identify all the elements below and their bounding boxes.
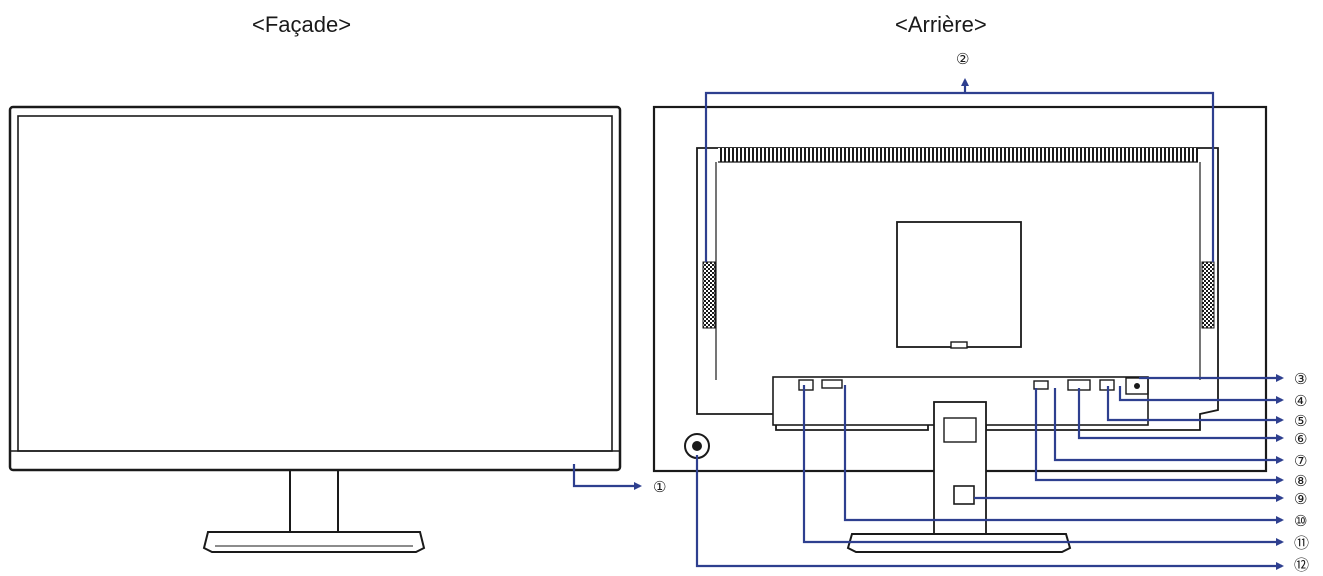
callout-number-6: ⑥: [1294, 430, 1307, 448]
front-screen: [17, 115, 613, 452]
callout-leader-1: [572, 464, 642, 490]
front-monitor: [8, 105, 622, 553]
rear-monitor: [652, 105, 1268, 553]
headphone-port: [1125, 377, 1149, 395]
rear-view-title: <Arrière>: [895, 12, 987, 37]
cable-holder: [953, 485, 975, 505]
callout-leader-6: [1077, 388, 1284, 442]
front-stand-neck: [289, 469, 339, 533]
speaker-input-connector: [821, 379, 843, 389]
vesa-mount-plate: [896, 221, 1022, 348]
speaker-grille-right: [1201, 261, 1215, 329]
front-bezel: [8, 105, 622, 472]
front-stand-base: [202, 531, 426, 553]
speaker-grille-left: [702, 261, 716, 329]
callout-number-8: ⑧: [1294, 472, 1307, 490]
vesa-cover-tab: [950, 341, 968, 349]
callout-number-2: ②: [956, 50, 969, 68]
callout-leader-12: [695, 455, 1284, 570]
stand-neck-rear: [933, 401, 987, 535]
callout-leader-11: [802, 385, 1284, 546]
callout-number-1: ①: [653, 478, 666, 496]
callout-number-11: ⑪: [1294, 534, 1309, 552]
callout-number-5: ⑤: [1294, 412, 1307, 430]
stand-lock-port: [1033, 380, 1049, 390]
callout-number-4: ④: [1294, 392, 1307, 410]
callout-number-12: ⑫: [1294, 556, 1309, 574]
callout-leader-4: [1118, 386, 1284, 404]
callout-number-7: ⑦: [1294, 452, 1307, 470]
callout-leader-10: [843, 385, 1284, 524]
callout-leader-7: [1053, 388, 1284, 464]
callout-number-3: ③: [1294, 370, 1307, 388]
power-connector: [798, 379, 814, 391]
callout-leader-8: [1034, 388, 1284, 484]
front-view-title: <Façade>: [252, 12, 352, 37]
callout-number-10: ⑩: [1294, 512, 1307, 530]
rear-vent-strip: [718, 148, 1198, 162]
callout-leader-2: [704, 80, 1215, 262]
callout-number-9: ⑨: [1294, 490, 1307, 508]
callout-leader-5: [1106, 386, 1284, 424]
